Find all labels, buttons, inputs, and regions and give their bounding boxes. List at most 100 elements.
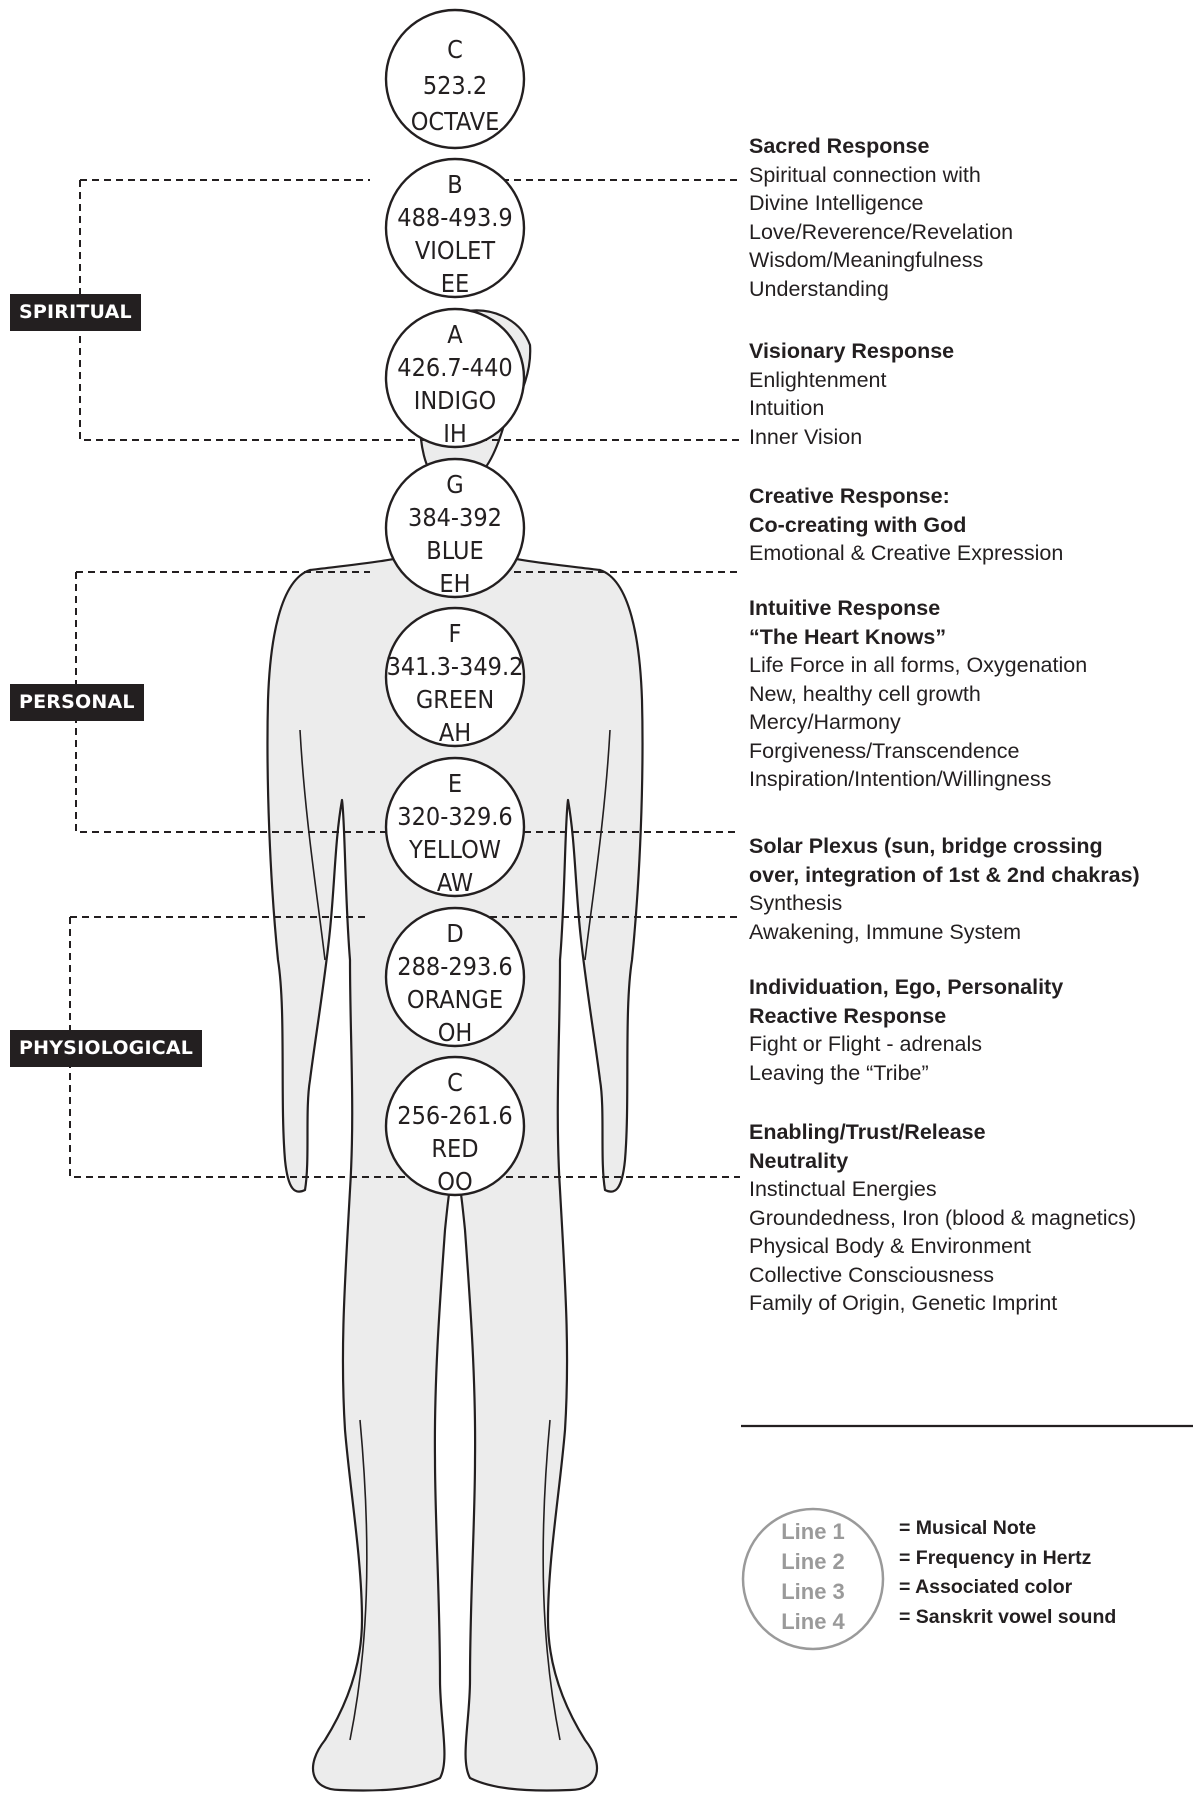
chakra-sound: AW [437, 868, 473, 897]
response-title: Neutrality [749, 1148, 849, 1173]
chakra-frequency: 320-329.6 [397, 802, 512, 831]
response-line: Leaving the “Tribe” [749, 1060, 929, 1085]
chakra-sound: OO [437, 1167, 472, 1196]
response-title: “The Heart Knows” [749, 624, 947, 649]
chakra-frequency: 384-392 [408, 503, 502, 532]
response-intuitive: Intuitive Response “The Heart Knows” Lif… [749, 594, 1199, 794]
chakra-note: B [447, 170, 462, 199]
chakra-frequency: 341.3-349.2 [387, 652, 524, 681]
chakra-ring [384, 157, 526, 299]
response-title: Creative Response: [749, 484, 950, 508]
response-line: Collective Consciousness [749, 1262, 994, 1287]
chakra-frequency: 488-493.9 [397, 203, 512, 232]
chakra-sound: OH [438, 1018, 473, 1047]
response-title: over, integration of 1st & 2nd chakras) [749, 862, 1140, 887]
response-sacred: Sacred Response Spiritual connection wit… [749, 132, 1199, 303]
response-line: Inspiration/Intention/Willingness [749, 767, 1052, 791]
zone-label-physiological: PHYSIOLOGICAL [10, 1030, 203, 1067]
chakra-frequency: 426.7-440 [397, 353, 512, 382]
chakra-note: D [446, 919, 463, 948]
response-individuation: Individuation, Ego, Personality Reactive… [749, 973, 1199, 1087]
chakra-color: VIOLET [415, 236, 495, 265]
response-line: Forgiveness/Transcendence [749, 738, 1020, 763]
legend-meaning: = Sanskrit vowel sound [899, 1605, 1117, 1628]
response-line: Spiritual connection with [749, 162, 981, 187]
response-line: Understanding [749, 276, 889, 301]
chakra-color: INDIGO [414, 386, 497, 415]
response-line: Emotional & Creative Expression [749, 541, 1064, 565]
chakra-note: C [447, 1068, 463, 1097]
physiological-bracket [69, 916, 740, 1178]
response-title: Individuation, Ego, Personality [749, 975, 1064, 999]
legend-meaning: = Associated color [899, 1576, 1073, 1598]
body-detail-lines [299, 729, 611, 1741]
chakra-ring [384, 457, 526, 599]
response-visionary: Visionary Response Enlightenment Intuiti… [749, 337, 1199, 451]
body-silhouette [266, 309, 644, 1792]
response-title: Enabling/Trust/Release [749, 1120, 986, 1144]
chakra-color: GREEN [416, 685, 494, 714]
chakra-frequency: 523.2 [423, 71, 487, 100]
legend-meaning: = Frequency in Hertz [899, 1546, 1092, 1569]
chakra-color: ORANGE [407, 985, 503, 1014]
response-title: Visionary Response [749, 339, 955, 363]
response-title: Solar Plexus (sun, bridge crossing [749, 834, 1103, 858]
response-solar-plexus: Solar Plexus (sun, bridge crossing over,… [749, 832, 1199, 946]
chakra-ring [384, 606, 526, 748]
legend-circle: Line 1 Line 2 Line 3 Line 4 [741, 1507, 885, 1651]
chakra-note: E [448, 769, 462, 798]
zone-brackets [69, 179, 740, 1178]
legend-line-3: Line 3 [781, 1579, 845, 1604]
response-line: Awakening, Immune System [749, 919, 1022, 944]
legend-meaning: = Musical Note [899, 1517, 1037, 1539]
response-line: Inner Vision [749, 424, 863, 449]
chakra-sound: EE [441, 269, 469, 298]
chakra-ring [384, 1055, 526, 1197]
response-line: Divine Intelligence [749, 191, 924, 215]
chakra-ring [384, 307, 526, 449]
response-line: Family of Origin, Genetic Imprint [749, 1291, 1058, 1315]
chakra-color: YELLOW [408, 835, 501, 864]
response-title: Reactive Response [749, 1003, 947, 1028]
response-line: Groundedness, Iron (blood & magnetics) [749, 1205, 1137, 1230]
chakra-sound: AH [439, 718, 471, 747]
chakra-note: C [447, 35, 463, 64]
response-line: Wisdom/Meaningfulness [749, 248, 984, 272]
legend-meanings: = Musical Note = Frequency in Hertz = As… [899, 1514, 1116, 1632]
chakra-frequency: 256-261.6 [397, 1101, 512, 1130]
legend-line-2: Line 2 [781, 1549, 845, 1574]
response-line: Mercy/Harmony [749, 710, 901, 734]
spiritual-bracket [79, 179, 740, 441]
response-line: Love/Reverence/Revelation [749, 219, 1014, 244]
chakra-color: BLUE [426, 536, 483, 565]
chakra-ring [384, 8, 526, 150]
chakra-note: A [447, 320, 463, 349]
response-line: Intuition [749, 396, 825, 420]
response-line: Enlightenment [749, 367, 887, 392]
response-line: Synthesis [749, 891, 843, 915]
response-line: Physical Body & Environment [749, 1234, 1032, 1258]
zone-label-spiritual: SPIRITUAL [10, 294, 141, 331]
response-title: Co-creating with God [749, 512, 967, 537]
chakra-sound: IH [443, 419, 467, 448]
response-creative: Creative Response: Co-creating with God … [749, 482, 1199, 568]
legend-line-4: Line 4 [781, 1609, 845, 1634]
zone-label-personal: PERSONAL [10, 684, 144, 721]
chakra-color: OCTAVE [411, 107, 500, 136]
chakra-note: F [449, 619, 462, 648]
response-title: Sacred Response [749, 134, 930, 158]
chakra-ring [384, 756, 526, 898]
chakra-note: G [446, 470, 463, 499]
response-title: Intuitive Response [749, 596, 941, 620]
chakra-ring [384, 906, 526, 1048]
legend-line-1: Line 1 [781, 1519, 845, 1544]
